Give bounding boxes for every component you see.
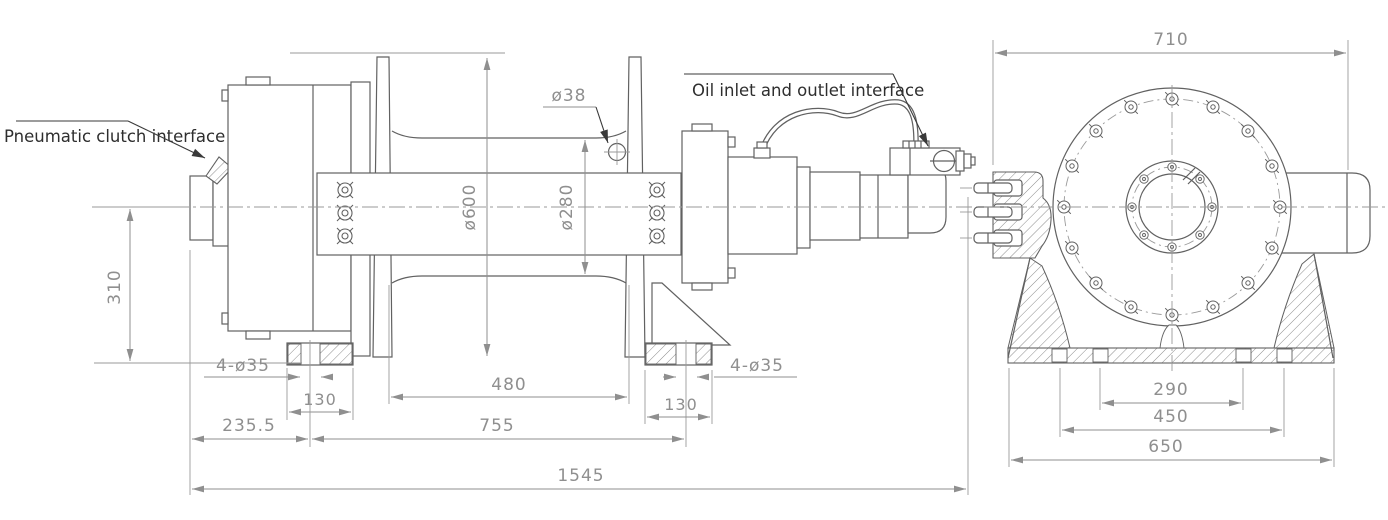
holes-right-label: 4-ø35	[730, 356, 784, 376]
dim-600-label: ø600	[460, 184, 480, 231]
motor-end-block	[1281, 172, 1371, 254]
rope-anchor-block	[960, 171, 1052, 259]
drum-core-band	[316, 172, 682, 256]
callout-oil-inlet: Oil inlet and outlet interface	[684, 73, 929, 147]
dimension-holes-left: 4-ø35	[204, 356, 333, 381]
rope-hole	[604, 139, 630, 165]
callout-pneumatic-clutch: Pneumatic clutch interface	[4, 120, 225, 159]
pedestal-base	[1007, 253, 1335, 364]
dim-480-label: 480	[491, 375, 526, 395]
dim-130-right-label: 130	[664, 395, 698, 414]
dimension-450: 450	[1059, 368, 1285, 437]
hydraulic-motor	[727, 156, 947, 255]
dimension-650: 650	[1008, 368, 1335, 467]
dimension-480: 480	[388, 285, 630, 404]
pneumatic-clutch-label: Pneumatic clutch interface	[4, 127, 225, 146]
dimension-280: ø280	[557, 140, 589, 274]
gearbox-housing	[221, 76, 371, 357]
dim-1545-label: 1545	[557, 466, 604, 486]
dim-130-left-label: 130	[303, 390, 337, 409]
dimension-290: 290	[1099, 368, 1244, 410]
dim-310-label: 310	[105, 269, 125, 304]
dimension-755: 755	[312, 340, 687, 447]
dim-710-label: 710	[1153, 30, 1188, 50]
dimension-710: 710	[992, 30, 1349, 170]
dimension-130-left: 130	[286, 368, 354, 420]
dimension-600: ø600	[290, 52, 505, 356]
dimension-1545: 1545	[192, 197, 969, 495]
dimension-310: 310	[94, 206, 302, 364]
dim-650-label: 650	[1148, 437, 1183, 457]
side-view	[92, 56, 988, 366]
oil-inlet-label: Oil inlet and outlet interface	[692, 81, 924, 100]
anchor-studs	[960, 179, 1023, 247]
dimension-holes-right: 4-ø35	[663, 356, 797, 381]
dimension-38: ø38	[543, 86, 609, 144]
dim-38-label: ø38	[551, 86, 586, 106]
dim-290-label: 290	[1153, 380, 1188, 400]
dimension-235: 235.5	[189, 250, 311, 495]
drum-barrel	[391, 130, 627, 284]
end-view	[960, 85, 1386, 372]
dim-235-label: 235.5	[222, 416, 276, 436]
left-shaft	[189, 168, 230, 247]
dimension-130-right: 130	[644, 370, 713, 424]
dim-280-label: ø280	[557, 184, 577, 231]
dim-755-label: 755	[479, 416, 514, 436]
mounting-foot-right	[644, 342, 713, 366]
valve-block	[889, 140, 976, 176]
holes-left-label: 4-ø35	[216, 356, 270, 376]
motor-support-bracket	[651, 282, 732, 346]
dim-450-label: 450	[1153, 407, 1188, 427]
mounting-foot-left	[286, 342, 354, 366]
